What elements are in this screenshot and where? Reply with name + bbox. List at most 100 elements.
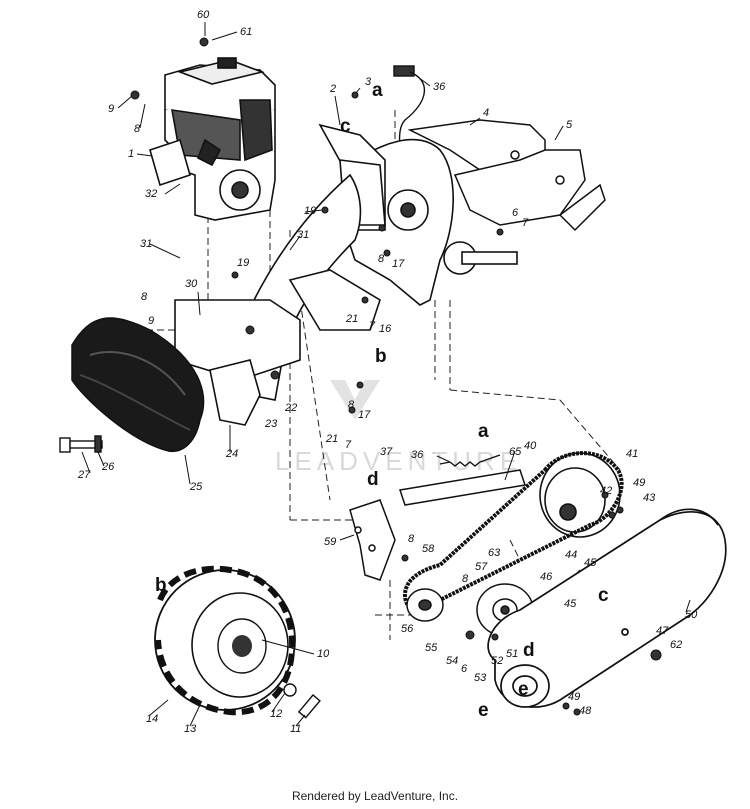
callout-16: 16: [379, 323, 392, 335]
callout-53: 53: [474, 672, 487, 684]
drive-pulley: [539, 452, 621, 538]
tension-spring: [439, 454, 501, 467]
callout-59: 59: [324, 536, 336, 548]
callout-8: 8: [348, 399, 355, 411]
callout-21: 21: [345, 313, 358, 325]
callout-42: 42: [600, 485, 612, 497]
callout-21: 21: [325, 433, 338, 445]
render-credit: Rendered by LeadVenture, Inc.: [291, 789, 459, 803]
bolt-27: [59, 435, 103, 453]
callout-24: 24: [225, 448, 238, 460]
ref-letter-d: d: [367, 469, 379, 490]
callout-41: 41: [626, 448, 638, 460]
callout-32: 32: [145, 188, 157, 200]
callout-25: 25: [189, 481, 203, 493]
belt-cover: [487, 508, 727, 708]
callout-47: 47: [656, 625, 669, 637]
callout-36: 36: [411, 449, 424, 461]
callout-7: 7: [522, 217, 529, 229]
callout-14: 14: [146, 713, 158, 725]
ref-letter-e: e: [518, 679, 529, 700]
callout-37: 37: [380, 446, 393, 458]
handle-brackets: [407, 119, 606, 232]
callout-9: 9: [148, 315, 154, 327]
callout-30: 30: [185, 278, 198, 290]
callout-6: 6: [461, 663, 468, 675]
callout-65: 65: [509, 446, 522, 458]
callout-52: 52: [491, 655, 503, 667]
callout-8: 8: [408, 533, 415, 545]
callout-45: 45: [564, 598, 577, 610]
callout-49: 49: [568, 691, 580, 703]
reference-letters: a c b a d b c d e e: [155, 80, 609, 721]
callout-17: 17: [392, 258, 405, 270]
callout-46: 46: [540, 571, 553, 583]
callout-45: 45: [584, 557, 597, 569]
callout-8: 8: [378, 253, 385, 265]
callout-19: 19: [237, 257, 249, 269]
ref-letter-a: a: [478, 421, 489, 442]
callout-3: 3: [365, 76, 372, 88]
chain-housing: [174, 173, 381, 426]
callout-7: 7: [369, 320, 376, 332]
wheel-bolt: [283, 683, 321, 719]
callout-6: 6: [512, 207, 519, 219]
callout-27: 27: [77, 469, 91, 481]
callout-11: 11: [290, 723, 301, 735]
ref-letter-c: c: [598, 585, 609, 606]
drive-belt: [402, 451, 624, 611]
callout-9: 9: [108, 103, 114, 115]
callout-55: 55: [425, 642, 438, 654]
callout-17: 17: [358, 409, 371, 421]
callout-8: 8: [134, 123, 141, 135]
engine: [149, 57, 276, 221]
callout-12: 12: [270, 708, 282, 720]
callout-36: 36: [433, 81, 446, 93]
callout-26: 26: [101, 461, 115, 473]
callout-58: 58: [422, 543, 435, 555]
ref-letter-a: a: [372, 80, 383, 101]
callout-13: 13: [184, 723, 197, 735]
ref-letter-b: b: [375, 346, 387, 367]
callout-43: 43: [643, 492, 656, 504]
callout-44: 44: [565, 549, 577, 561]
callout-5: 5: [566, 119, 573, 131]
svg-text:LEADVENTURE: LEADVENTURE: [275, 446, 522, 476]
callout-62: 62: [670, 639, 682, 651]
ref-letter-c: c: [340, 116, 351, 137]
callout-8: 8: [462, 573, 469, 585]
callout-31: 31: [140, 238, 152, 250]
idler-pulley: [406, 588, 444, 622]
part-callouts: 60 61 36 3 2 9 8 1 32 4 5 6 7 19 31 31 1…: [77, 9, 698, 735]
callout-54: 54: [446, 655, 458, 667]
watermark: LEADVENTURE: [275, 380, 522, 476]
callout-40: 40: [524, 440, 537, 452]
callout-23: 23: [264, 418, 278, 430]
callout-31: 31: [297, 229, 309, 241]
belt-tension-bracket: [349, 469, 526, 581]
callout-10: 10: [317, 648, 330, 660]
callout-22: 22: [284, 402, 297, 414]
callout-61: 61: [240, 26, 252, 38]
hardware: [130, 37, 662, 716]
callout-57: 57: [475, 561, 488, 573]
wheel-tire: [154, 565, 296, 716]
ref-letter-e: e: [478, 700, 489, 721]
callout-63: 63: [488, 547, 501, 559]
callout-2: 2: [329, 83, 336, 95]
callout-51: 51: [506, 648, 518, 660]
callout-1: 1: [128, 148, 134, 160]
callout-56: 56: [401, 623, 414, 635]
callout-48: 48: [579, 705, 592, 717]
ref-letter-d: d: [523, 640, 535, 661]
callout-49: 49: [633, 477, 645, 489]
tine-shield: [71, 317, 205, 452]
ref-letter-b: b: [155, 575, 167, 596]
callout-8: 8: [141, 291, 148, 303]
callout-7: 7: [345, 439, 352, 451]
leader-lines: [81, 22, 691, 727]
callout-60: 60: [197, 9, 210, 21]
callout-50: 50: [685, 609, 698, 621]
callout-4: 4: [483, 107, 489, 119]
